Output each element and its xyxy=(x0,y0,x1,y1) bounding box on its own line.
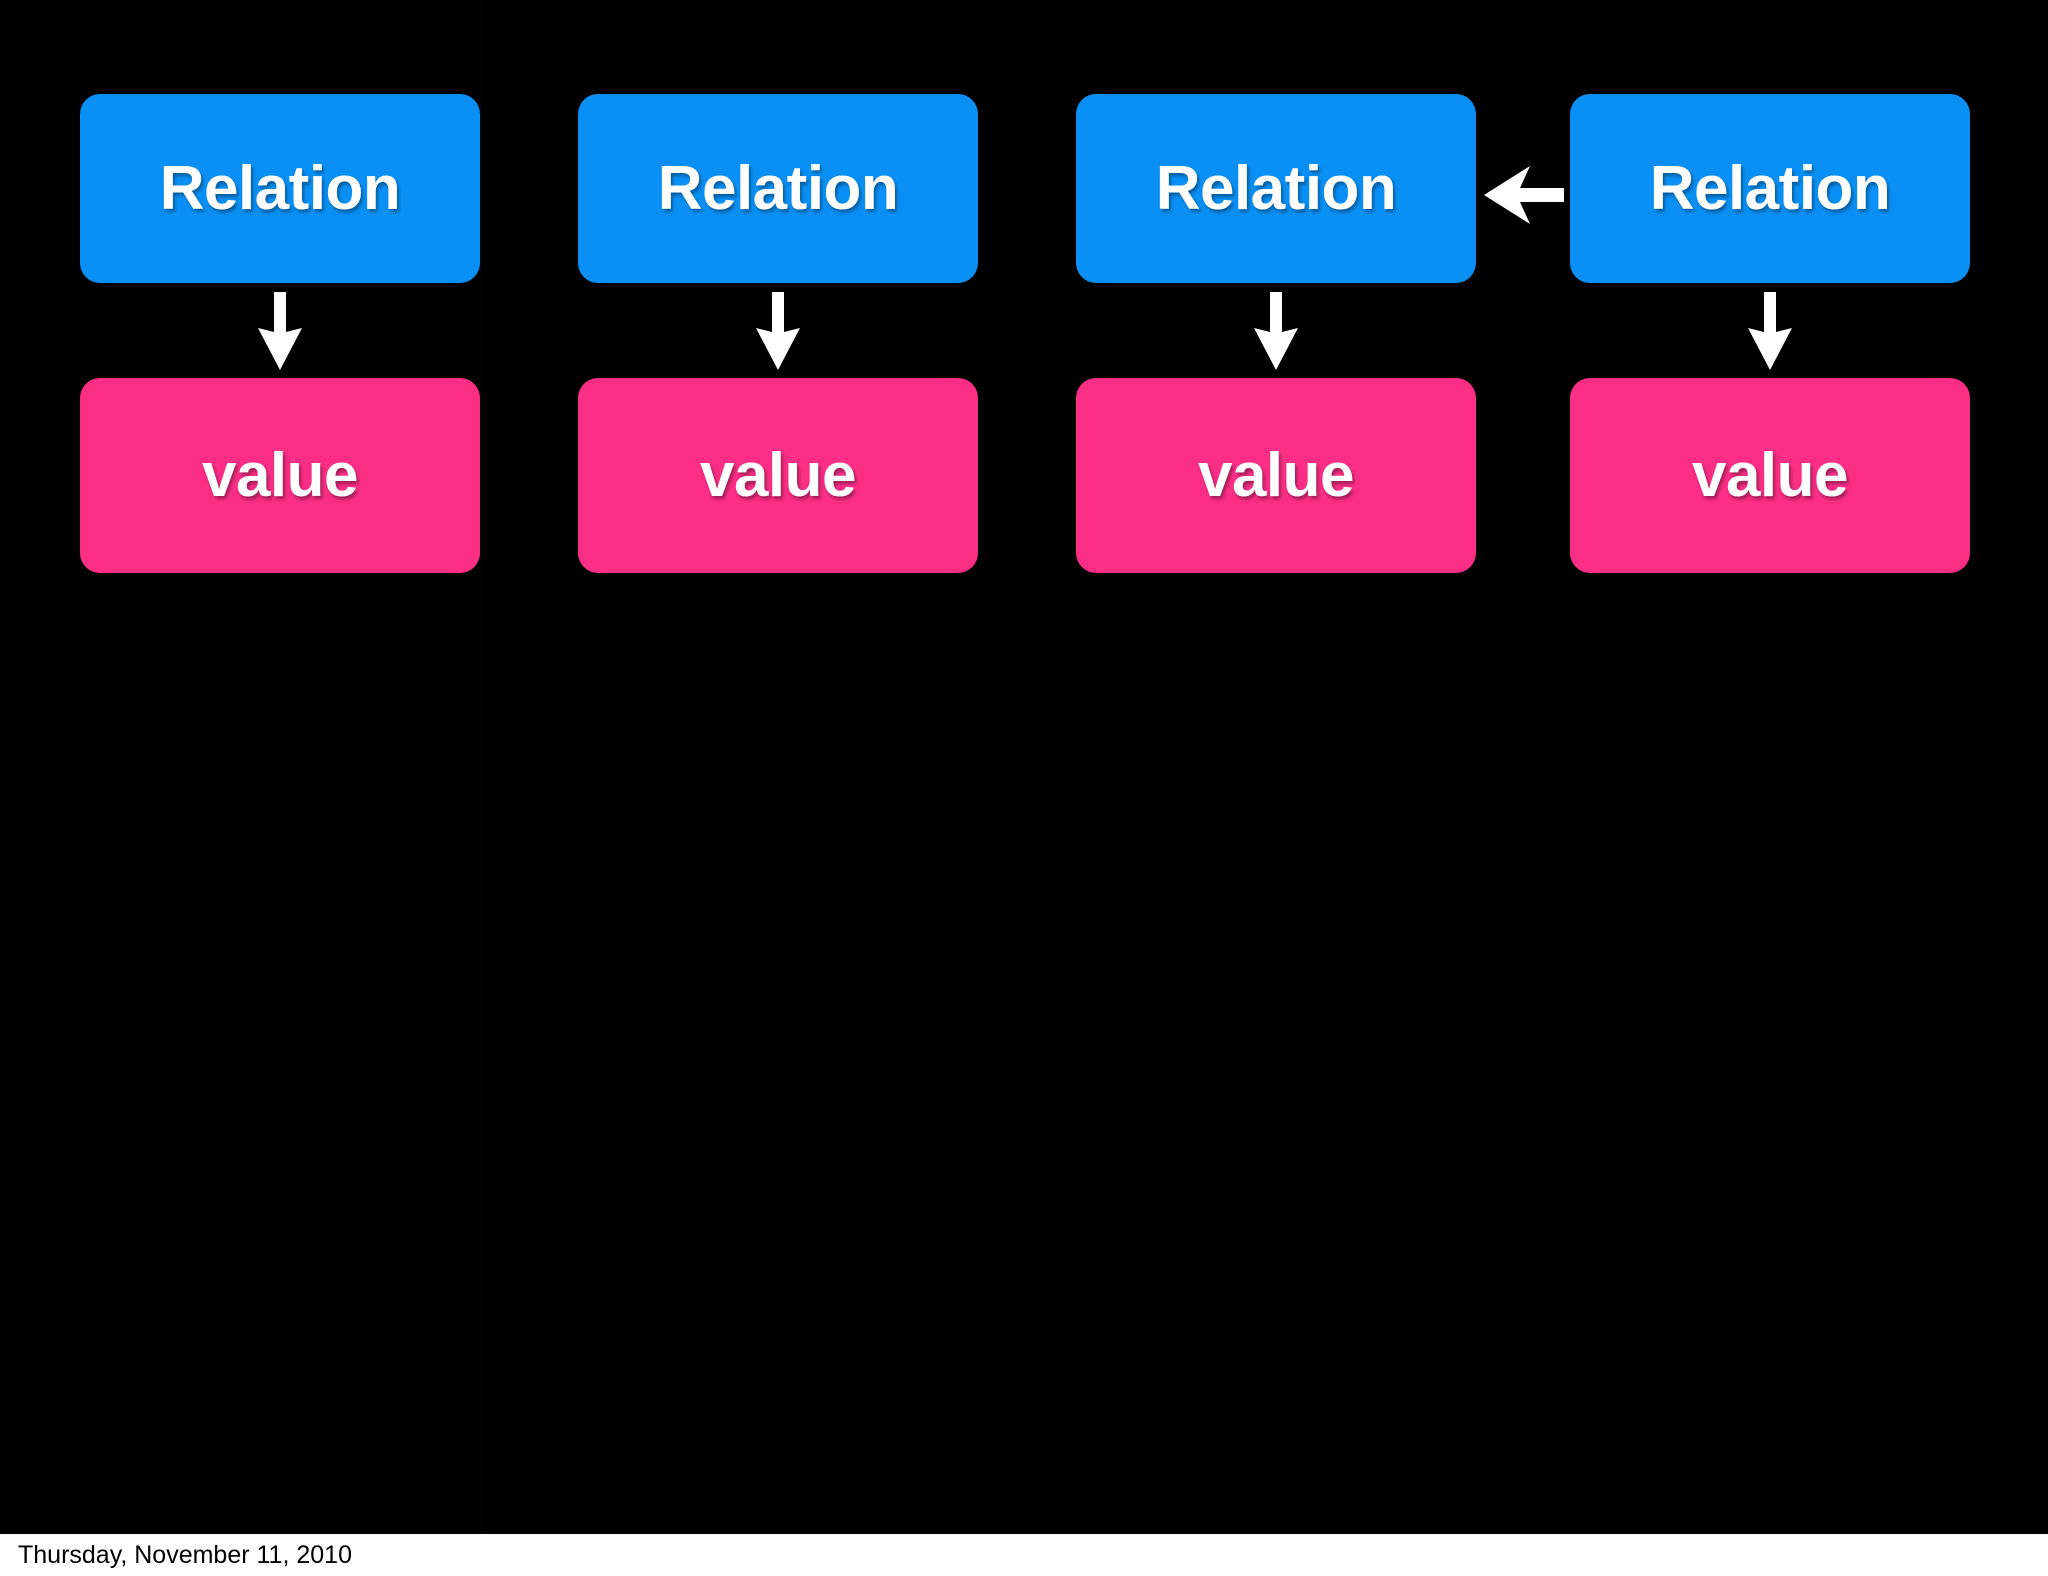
value-node-1[interactable]: value xyxy=(80,378,480,573)
arrow-down-icon-4 xyxy=(1742,292,1798,372)
relation-node-1[interactable]: Relation xyxy=(80,94,480,283)
value-node-4[interactable]: value xyxy=(1570,378,1970,573)
relation-node-4-label: Relation xyxy=(1649,154,1891,223)
relation-node-1-label: Relation xyxy=(159,154,401,223)
value-node-3[interactable]: value xyxy=(1076,378,1476,573)
relation-node-3-label: Relation xyxy=(1155,154,1397,223)
diagram-column-2: Relation value xyxy=(578,0,978,700)
relation-node-2[interactable]: Relation xyxy=(578,94,978,283)
relation-value-diagram: Relation value Relation valu xyxy=(0,0,2048,700)
diagram-column-3: Relation value xyxy=(1076,0,1476,700)
value-node-1-label: value xyxy=(201,441,359,510)
slide-canvas: Relation value Relation valu xyxy=(0,0,2048,1534)
diagram-column-1: Relation value xyxy=(80,0,480,700)
arrow-down-icon-2 xyxy=(750,292,806,372)
slide-footer: Thursday, November 11, 2010 xyxy=(0,1534,2048,1576)
value-node-4-label: value xyxy=(1691,441,1849,510)
slide-seam xyxy=(480,0,481,1534)
arrow-down-icon-1 xyxy=(252,292,308,372)
arrow-left-icon xyxy=(1484,160,1564,230)
relation-node-2-label: Relation xyxy=(657,154,899,223)
relation-node-4[interactable]: Relation xyxy=(1570,94,1970,283)
value-node-2-label: value xyxy=(699,441,857,510)
arrow-down-icon-3 xyxy=(1248,292,1304,372)
value-node-2[interactable]: value xyxy=(578,378,978,573)
footer-date: Thursday, November 11, 2010 xyxy=(18,1541,352,1569)
value-node-3-label: value xyxy=(1197,441,1355,510)
diagram-column-4: Relation value xyxy=(1570,0,1970,700)
relation-node-3[interactable]: Relation xyxy=(1076,94,1476,283)
